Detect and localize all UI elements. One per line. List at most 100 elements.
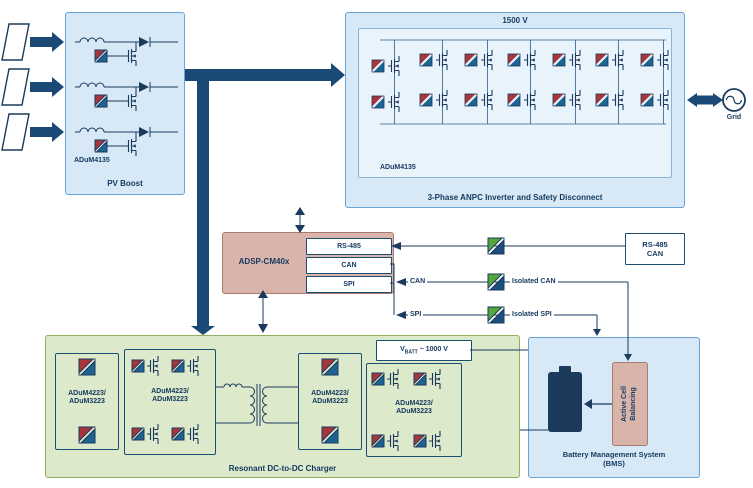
bms-caption: Battery Management System(BMS) (562, 450, 666, 468)
mosfet-icon (387, 55, 400, 77)
mosfet-icon (387, 91, 400, 113)
isolator-icon (413, 372, 427, 386)
isolator-icon (552, 53, 566, 67)
mosfet-icon (146, 355, 159, 377)
port-spi-label: SPI (343, 281, 355, 288)
mosfet-icon (435, 89, 448, 111)
arrow-icon (30, 32, 64, 52)
rs485-can-box-line1: RS-485 (642, 240, 668, 249)
isolator-icon (371, 59, 385, 73)
port-rs485: RS-485 (306, 238, 392, 255)
charger-bridge-block-1 (124, 349, 216, 455)
port-can-label: CAN (341, 262, 357, 269)
isolator-icon (640, 93, 654, 107)
isolator-icon (94, 49, 108, 63)
pv-panel-icon (1, 68, 30, 106)
isolator-icon (94, 94, 108, 108)
isolator-icon (171, 359, 185, 373)
arrow-icon (258, 290, 268, 298)
isolator-icon (413, 434, 427, 448)
diode-icon (139, 37, 149, 47)
can-wire-label: CAN (408, 277, 428, 286)
mosfet-icon (146, 423, 159, 445)
pv-panel-icons (1, 23, 30, 151)
isolator-icon (419, 93, 433, 107)
isolator-icon (371, 434, 385, 448)
mosfet-icon (435, 49, 448, 71)
pv-boost-chip-label: ADuM4135 (74, 157, 110, 164)
control-links (258, 207, 305, 333)
mosfet-icon (428, 368, 441, 390)
isolator-icon (464, 93, 478, 107)
pv-boost-caption: PV Boost (107, 179, 143, 188)
charger-chip-label: ADuM4223/ADuM3223 (395, 400, 433, 416)
isolator-icon (131, 359, 145, 373)
charger-driver-block-1 (55, 353, 119, 450)
arrow-icon (584, 399, 592, 409)
pv-panel-icon (1, 113, 30, 151)
isolator-icon (171, 427, 185, 441)
dc-bus (185, 63, 345, 335)
comm-wires (390, 237, 632, 361)
inverter-circuits (371, 39, 669, 125)
mosfet-icon (611, 49, 624, 71)
charger-caption: Resonant DC-to-DC Charger (228, 464, 337, 473)
isolator-icon (78, 426, 96, 444)
vbatt-label: VBATT ~ 1000 V (400, 345, 448, 356)
mosfet-icon (523, 89, 536, 111)
isolator-icon (595, 93, 609, 107)
inverter-voltage-label: 1500 V (502, 16, 528, 25)
mosfet-icon (386, 430, 399, 452)
mosfet-icon (386, 368, 399, 390)
vbatt-box: VBATT ~ 1000 V (376, 340, 472, 361)
active-cell-balancing-box (612, 362, 648, 446)
transformer-icon (216, 383, 298, 426)
rs485-can-box: RS-485 CAN (625, 233, 685, 265)
diode-icon (139, 127, 149, 137)
inverter-caption: 3-Phase ANPC Inverter and Safety Disconn… (427, 193, 603, 202)
mosfet-icon (124, 90, 137, 112)
port-can: CAN (306, 257, 392, 274)
charger-bridge-block-2 (366, 363, 462, 457)
pv-input-arrows (30, 32, 64, 142)
grid-connection (687, 88, 746, 112)
inverter-chip-label: ADuM4135 (380, 164, 416, 171)
port-spi: SPI (306, 276, 392, 293)
charger-chip-label: ADuM4223/ADuM3223 (311, 390, 349, 406)
isolator-icon (507, 93, 521, 107)
isolator-icon (94, 139, 108, 153)
isolator-icon (419, 53, 433, 67)
mosfet-icon (523, 49, 536, 71)
isolator-icon (552, 93, 566, 107)
pv-boost-circuits (75, 37, 178, 157)
arrow-icon (295, 225, 305, 233)
isolator-icon (507, 53, 521, 67)
mosfet-icon (428, 430, 441, 452)
active-cell-balancing-label: Active Cell Balancing (621, 386, 637, 422)
arrow-icon (391, 242, 401, 250)
isolator-icon (321, 426, 339, 444)
adsp-label: ADSP-CM40x (238, 257, 290, 266)
isolator-icon (595, 53, 609, 67)
isolator-icon (131, 427, 145, 441)
isolated-can-label: Isolated CAN (510, 277, 558, 286)
grid-label: Grid (726, 114, 742, 121)
mosfet-icon (186, 423, 199, 445)
arrow-icon (396, 311, 406, 319)
arrow-icon (258, 324, 268, 333)
mosfet-icon (611, 89, 624, 111)
isolator-icon (321, 358, 339, 376)
mosfet-icon (568, 89, 581, 111)
isolator-icon (371, 95, 385, 109)
diode-icon (139, 82, 149, 92)
rs485-can-box-line2: CAN (646, 249, 664, 258)
isolated-spi-label: Isolated SPI (510, 310, 554, 319)
arrow-icon (593, 329, 601, 336)
mosfet-icon (480, 89, 493, 111)
isolator-icon (371, 372, 385, 386)
spi-wire-label: SPI (408, 310, 424, 319)
arrow-icon (295, 207, 305, 215)
mosfet-icon (568, 49, 581, 71)
mosfet-icon (124, 135, 137, 157)
